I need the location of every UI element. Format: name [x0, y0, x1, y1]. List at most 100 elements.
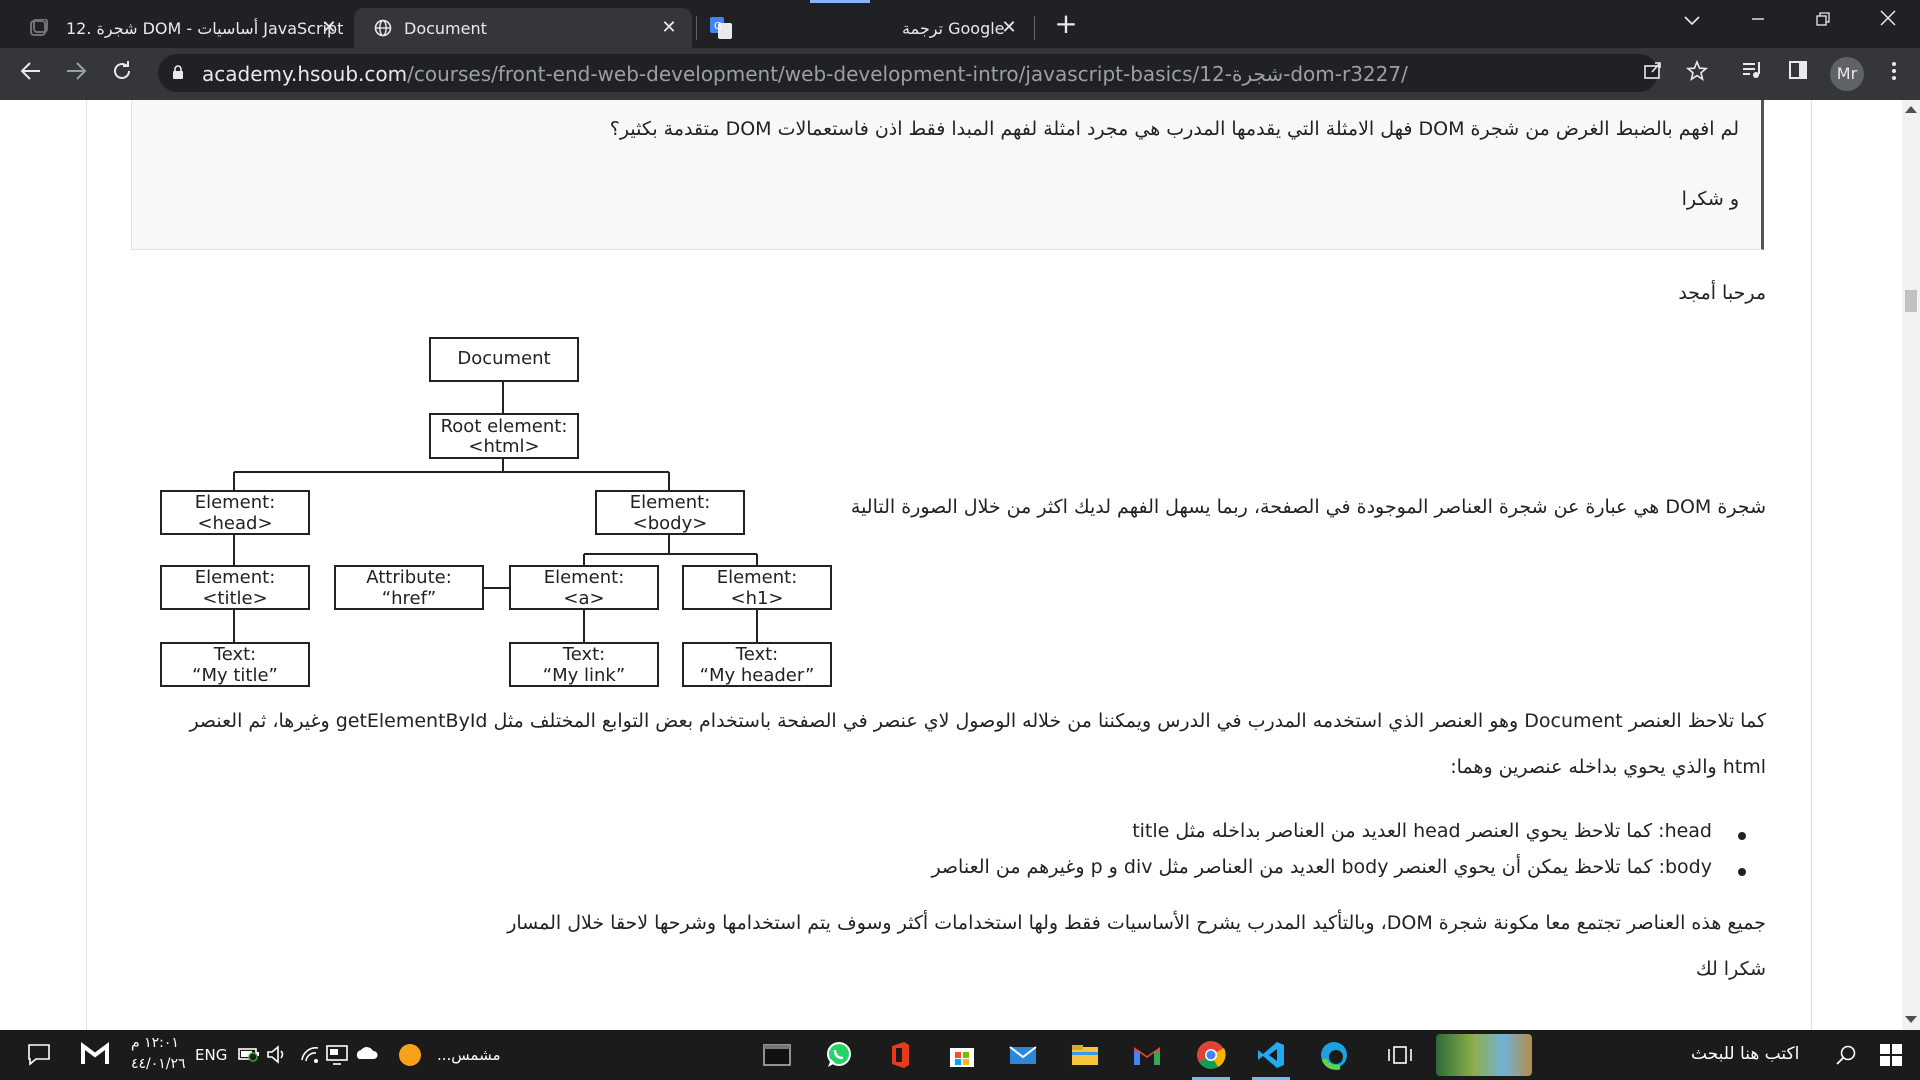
- menu-kebab-icon[interactable]: [1880, 60, 1908, 88]
- node-label: <html>: [468, 436, 539, 457]
- file-explorer-icon[interactable]: [1069, 1039, 1101, 1071]
- hsoub-favicon-icon: [30, 19, 48, 36]
- reading-list-icon[interactable]: [1738, 60, 1766, 88]
- node-label: Element:: [630, 492, 711, 513]
- back-button[interactable]: [17, 60, 45, 88]
- weather-sun-icon[interactable]: [399, 1044, 421, 1066]
- active-app-indicator: [1252, 1077, 1290, 1080]
- node-label: “My title”: [192, 665, 278, 686]
- side-panel-icon[interactable]: [1784, 60, 1812, 88]
- chrome-icon[interactable]: [1195, 1039, 1227, 1071]
- active-app-indicator: [1192, 1077, 1230, 1080]
- diagram-node: [682, 642, 832, 687]
- url-text[interactable]: academy.hsoub.com/courses/front-end-web-…: [202, 62, 1408, 86]
- gmail-icon[interactable]: [1131, 1039, 1163, 1071]
- scroll-down-icon[interactable]: [1905, 1016, 1917, 1023]
- list-item-text: body: كما تلاحظ يمكن أن يحوي العنصر body…: [931, 856, 1712, 878]
- notification-center-icon[interactable]: [26, 1042, 58, 1074]
- remote-desktop-icon[interactable]: [325, 1044, 357, 1076]
- web-page: لم افهم بالضبط الغرض من شجرة DOM فهل الا…: [0, 100, 1902, 1030]
- node-label: “My header”: [700, 665, 815, 686]
- node-label: <body>: [633, 513, 708, 534]
- page-scrollbar[interactable]: [1902, 100, 1920, 1030]
- new-tab-button[interactable]: +: [1054, 7, 1078, 40]
- bullet-list: head: كما تلاحظ يحوي العنصر head العديد …: [931, 820, 1746, 888]
- content-card: [86, 100, 1812, 1030]
- office-icon[interactable]: [884, 1039, 916, 1071]
- greeting: مرحبا أمجد: [1678, 282, 1766, 304]
- tab-separator: [696, 16, 697, 40]
- node-label: Text:: [735, 644, 778, 665]
- tab-separator: [1034, 16, 1035, 40]
- node-label: Document: [457, 348, 550, 369]
- search-placeholder: اكتب هنا للبحث: [1691, 1044, 1800, 1064]
- vscode-icon[interactable]: [1255, 1039, 1287, 1071]
- bullet-icon: [1738, 832, 1746, 840]
- weather-text[interactable]: مشمس...: [437, 1046, 501, 1064]
- quoted-question: لم افهم بالضبط الغرض من شجرة DOM فهل الا…: [131, 100, 1764, 250]
- node-label: “href”: [382, 588, 436, 609]
- forward-button[interactable]: [62, 60, 90, 88]
- tab-hsoub[interactable]: 12. شجرة DOM - أساسيات JavaScript ✕: [22, 8, 352, 48]
- paragraph: كما تلاحظ العنصر Document وهو العنصر الذ…: [189, 710, 1766, 732]
- store-icon[interactable]: [946, 1039, 978, 1071]
- node-label: <head>: [197, 513, 272, 534]
- wifi-icon[interactable]: [300, 1044, 332, 1076]
- scroll-thumb[interactable]: [1905, 290, 1917, 312]
- gmail-m-icon[interactable]: [80, 1040, 112, 1072]
- close-window-button[interactable]: [1868, 6, 1908, 36]
- battery-icon[interactable]: [237, 1045, 269, 1077]
- diagram-node: [160, 642, 310, 687]
- lock-icon[interactable]: [172, 65, 184, 79]
- tab-google-translate[interactable]: G ترجمة Google ✕: [700, 8, 1030, 48]
- profile-avatar[interactable]: Mr: [1830, 57, 1864, 91]
- widgets-icon[interactable]: [1436, 1034, 1532, 1076]
- windows-taskbar: اكتب هنا للبحث مشمس...: [0, 1030, 1920, 1080]
- scroll-up-icon[interactable]: [1905, 106, 1917, 113]
- diagram-node: [160, 490, 310, 535]
- node-label: Element:: [195, 492, 276, 513]
- close-icon[interactable]: ✕: [1001, 17, 1017, 38]
- paragraph: جميع هذه العناصر تجتمع معا مكونة شجرة DO…: [507, 912, 1766, 934]
- windows-start-icon[interactable]: [1880, 1044, 1902, 1066]
- minimize-button[interactable]: [1738, 6, 1778, 36]
- node-label: <h1>: [730, 588, 783, 609]
- whatsapp-icon[interactable]: [823, 1039, 855, 1071]
- node-label: Text:: [562, 644, 605, 665]
- node-label: <title>: [202, 588, 267, 609]
- clock-time[interactable]: ١٢:٠١ م: [131, 1035, 179, 1051]
- url-host: academy.hsoub.com: [202, 62, 408, 86]
- tab-document[interactable]: Document ✕: [354, 8, 692, 48]
- bookmark-star-icon[interactable]: [1684, 59, 1710, 86]
- onedrive-cloud-icon[interactable]: [354, 1043, 386, 1075]
- address-bar[interactable]: academy.hsoub.com/courses/front-end-web-…: [158, 54, 1709, 92]
- close-icon[interactable]: ✕: [661, 17, 677, 38]
- language-indicator[interactable]: ENG: [195, 1046, 228, 1064]
- diagram-node: [429, 337, 579, 382]
- task-view-icon[interactable]: [1384, 1039, 1416, 1071]
- taskbar-search[interactable]: اكتب هنا للبحث: [1643, 1030, 1868, 1080]
- node-label: Element:: [195, 567, 276, 588]
- svg-text:G: G: [714, 21, 722, 32]
- google-translate-icon: G: [710, 17, 732, 39]
- diagram-node: [509, 642, 659, 687]
- clock-date[interactable]: ٤٤/٠١/٢٦: [131, 1056, 186, 1072]
- quote-line: و شكرا: [1681, 188, 1739, 210]
- volume-icon[interactable]: [266, 1044, 298, 1076]
- tab-search-icon[interactable]: [1672, 6, 1712, 36]
- tab-title: Document: [404, 19, 487, 38]
- mail-icon[interactable]: [1007, 1039, 1039, 1071]
- edge-icon[interactable]: [1318, 1039, 1350, 1071]
- diagram-node: [682, 565, 832, 610]
- node-label: <a>: [563, 588, 604, 609]
- close-icon[interactable]: ✕: [321, 17, 337, 38]
- list-item: head: كما تلاحظ يحوي العنصر head العديد …: [931, 820, 1746, 842]
- browser-toolbar: academy.hsoub.com/courses/front-end-web-…: [0, 48, 1920, 100]
- restore-button[interactable]: [1803, 6, 1843, 36]
- terminal-icon[interactable]: [761, 1039, 793, 1071]
- node-label: Root element:: [441, 416, 568, 437]
- share-icon[interactable]: [1640, 60, 1666, 86]
- reload-button[interactable]: [108, 60, 136, 88]
- node-label: Attribute:: [366, 567, 452, 588]
- list-item-text: head: كما تلاحظ يحوي العنصر head العديد …: [1132, 820, 1712, 842]
